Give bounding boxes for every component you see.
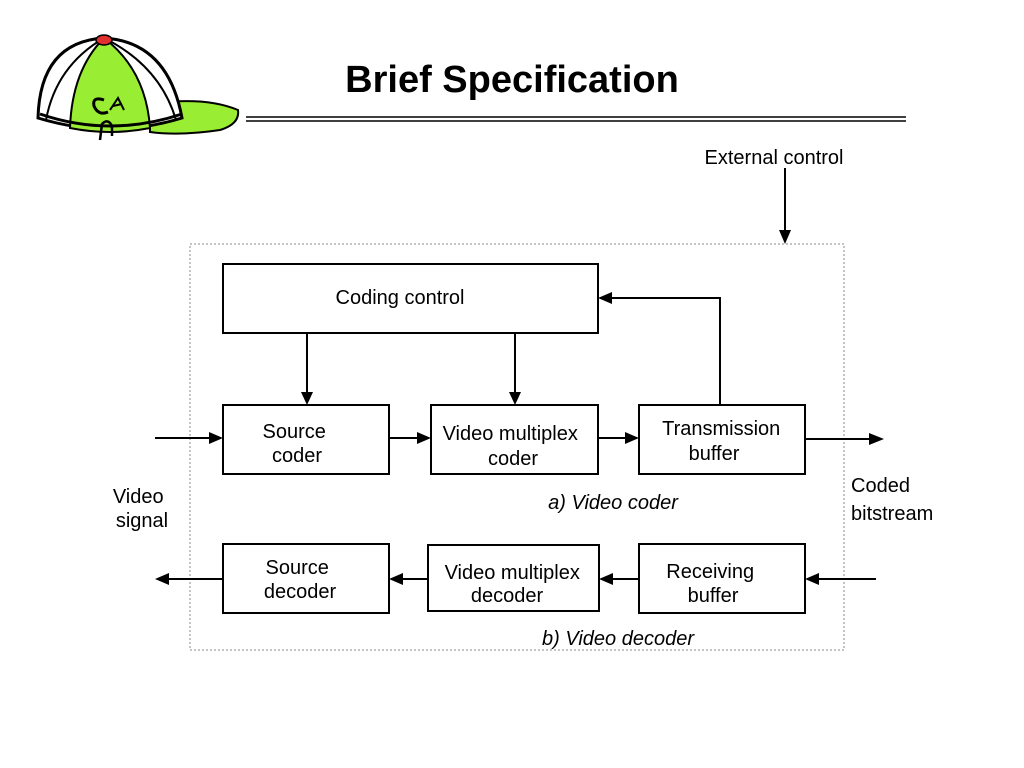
buffer-feedback-arrow [598,292,721,404]
output-arrow [805,433,884,445]
svg-text:Transmission buffer: Transmission buffer [662,418,786,465]
multiplex-coder-line2: coder [488,448,538,470]
coding-control-block: Coding control [222,263,599,334]
transmission-buffer-line1: Transmission [662,418,780,440]
video-signal-line2: signal [116,510,168,532]
receiving-buffer-block: Receiving buffer [638,543,806,614]
svg-text:Video multiplex decoder: Video multiplex decoder [445,562,586,607]
source-decoder-block: Source decoder [222,543,390,614]
svg-text:Coded bitstream: Coded bitstream [851,475,933,525]
source-coder-line2: coder [272,445,322,467]
input-arrow [155,432,223,444]
title-rule [246,116,906,122]
multiplex-coder-line1: Video multiplex [443,423,578,445]
multiplex-decoder-line1: Video multiplex [445,562,580,584]
svg-text:Video signal: Video signal [113,486,169,532]
svg-text:Source decoder: Source decoder [264,557,337,603]
external-control-arrow [779,168,791,244]
source-coder-block: Source coder [222,404,390,475]
decoder-input-arrow [805,573,876,585]
receiving-buffer-line1: Receiving [666,561,754,583]
system-frame [189,243,845,651]
arrow-multiplex-to-source-decoder [389,573,428,585]
coding-control-label: Coding control [336,287,465,309]
page-title: Brief Specification [345,59,679,101]
multiplex-coder-block: Video multiplex coder [430,404,599,475]
coded-bitstream-line2: bitstream [851,503,933,525]
external-control-label: External control [705,147,844,169]
control-arrow-multiplex-coder [509,334,521,405]
arrow-multiplex-to-transmission [598,432,639,444]
svg-text:Video multiplex coder: Video multiplex coder [443,423,584,470]
arrow-receiving-to-multiplex [599,573,639,585]
multiplex-decoder-block: Video multiplex decoder [427,544,600,612]
source-coder-line1: Source [263,421,326,443]
decoder-output-arrow [155,573,223,585]
cap-logo [36,34,240,141]
coder-caption: a) Video coder [548,492,679,514]
coded-bitstream-line1: Coded [851,475,910,497]
receiving-buffer-line2: buffer [688,585,739,607]
source-decoder-line2: decoder [264,581,337,603]
transmission-buffer-line2: buffer [689,443,740,465]
transmission-buffer-block: Transmission buffer [638,404,806,475]
decoder-caption: b) Video decoder [542,628,695,650]
control-arrow-source-coder [301,334,313,405]
video-signal-line1: Video [113,486,164,508]
source-decoder-line1: Source [266,557,329,579]
multiplex-decoder-line2: decoder [471,585,544,607]
svg-text:Source coder: Source coder [263,421,332,467]
svg-text:Receiving buffer: Receiving buffer [666,561,759,607]
arrow-source-to-multiplex [389,432,431,444]
